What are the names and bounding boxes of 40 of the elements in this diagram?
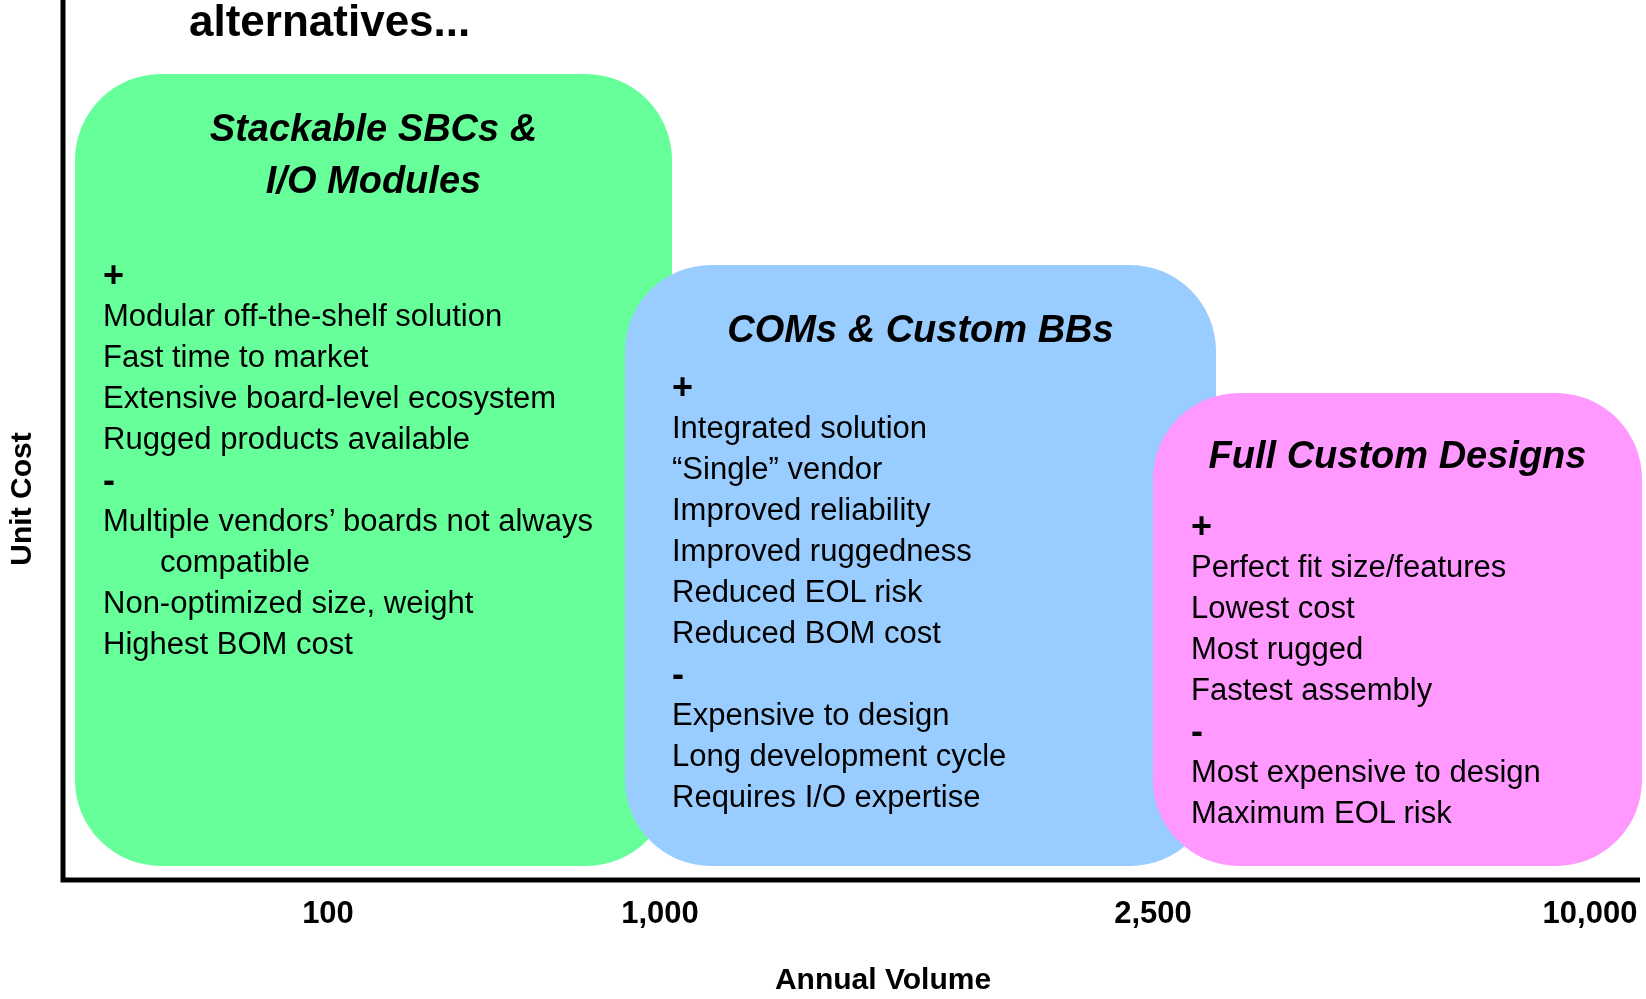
list-item: “Single” vendor (672, 450, 883, 488)
list-item: Fastest assembly (1191, 671, 1433, 709)
list-item: Integrated solution (672, 409, 928, 447)
list-item: Expensive to design (672, 696, 950, 734)
panel-heading: Stackable SBCs & I/O Modules (208, 106, 539, 203)
minus-sign: - (1191, 710, 1203, 751)
list-item: Non-optimized size, weight (103, 584, 474, 622)
list-item: Highest BOM cost (103, 625, 353, 663)
minus-sign: - (103, 459, 115, 500)
slide-title: alternatives... (189, 0, 471, 46)
list-item: Lowest cost (1191, 589, 1355, 627)
list-item: Long development cycle (672, 737, 1007, 775)
axis-tick-label: 100 (302, 895, 354, 931)
list-item: Extensive board-level ecosystem (103, 379, 557, 417)
list-item: Improved reliability (672, 491, 931, 529)
plus-sign: + (103, 254, 125, 295)
axis-tick-label: 1,000 (621, 895, 699, 931)
axis-title: Annual Volume (774, 962, 992, 996)
axis-title: Unit Cost (4, 432, 38, 566)
axis-tick-label: 10,000 (1542, 895, 1638, 931)
rounded-panel (75, 74, 672, 866)
list-item: Reduced EOL risk (672, 573, 923, 611)
list-item: Requires I/O expertise (672, 778, 981, 816)
plus-sign: + (1191, 505, 1213, 546)
list-item: Rugged products available (103, 420, 471, 458)
list-item: Improved ruggedness (672, 532, 972, 570)
list-item: Maximum EOL risk (1191, 794, 1452, 832)
list-item: Multiple vendors’ boards not always compatible (103, 502, 594, 581)
list-item: Reduced BOM cost (672, 614, 941, 652)
minus-sign: - (672, 653, 684, 694)
rounded-panel (1153, 393, 1642, 866)
panel-heading: COMs & Custom BBs (726, 307, 1115, 352)
list-item: Fast time to market (103, 338, 369, 376)
list-item: Most expensive to design (1191, 753, 1541, 791)
list-item: Perfect fit size/features (1191, 548, 1507, 586)
axis-tick-label: 2,500 (1114, 895, 1192, 931)
plus-sign: + (672, 366, 694, 407)
list-item: Most rugged (1191, 630, 1364, 668)
list-item: Modular off-the-shelf solution (103, 297, 503, 335)
panel-heading: Full Custom Designs (1207, 433, 1588, 478)
